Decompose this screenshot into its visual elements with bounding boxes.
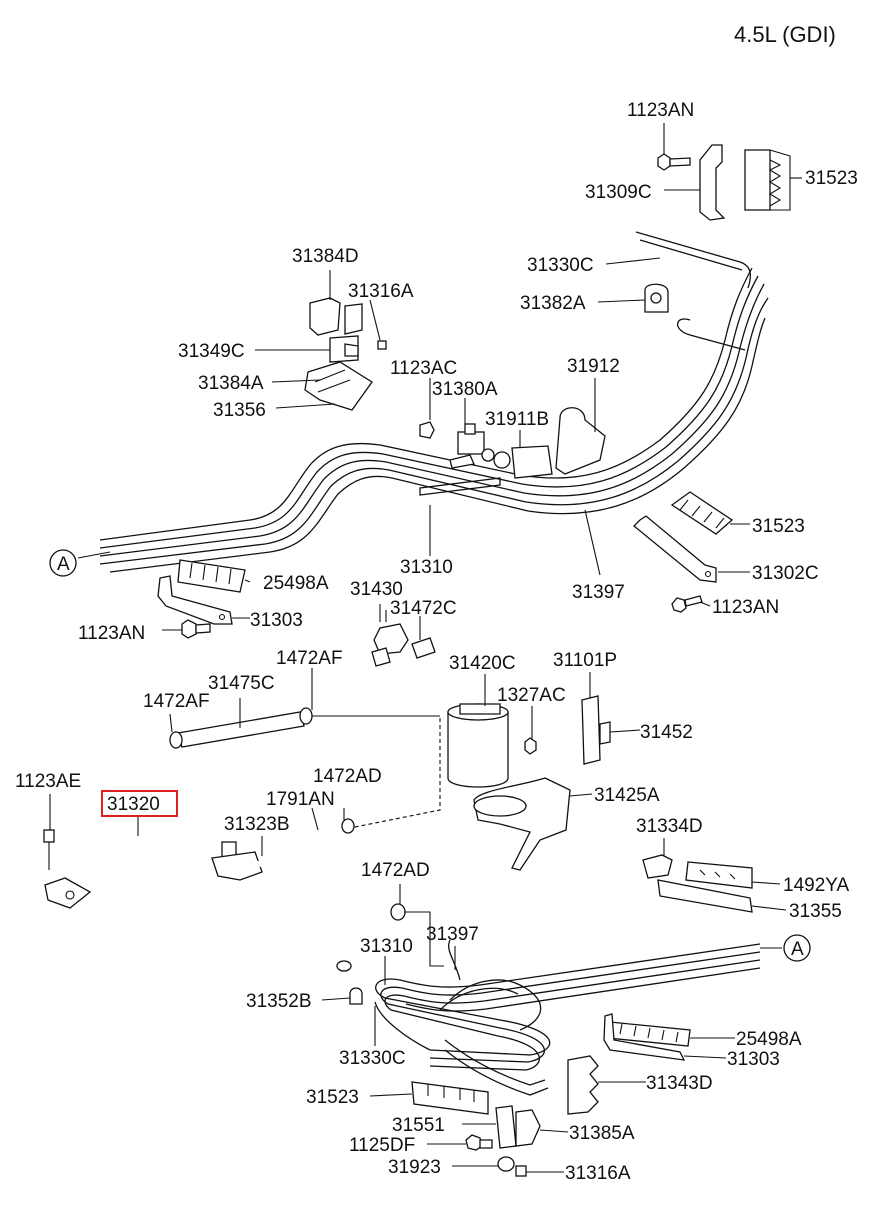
label-31320[interactable]: 31320 (107, 794, 160, 815)
label-31475c[interactable]: 31475C (208, 673, 275, 694)
highlight-box (101, 790, 178, 817)
label-31101p[interactable]: 31101P (553, 650, 617, 671)
label-31397-bottom[interactable]: 31397 (426, 924, 479, 945)
ref-marker-a-left: A (49, 549, 77, 577)
label-31523-bottom[interactable]: 31523 (306, 1087, 359, 1108)
leader-lines (49, 123, 802, 1173)
label-31330c-top[interactable]: 31330C (527, 255, 594, 276)
hose-31475c (169, 707, 441, 829)
bolt-1123an-mid (671, 595, 703, 613)
bracket-31303-top (157, 575, 233, 625)
label-31352b[interactable]: 31352B (246, 991, 312, 1012)
pipe-31323b (211, 851, 352, 972)
label-31302c[interactable]: 31302C (752, 563, 819, 584)
label-31380a[interactable]: 31380A (432, 379, 498, 400)
canister-31420c (447, 703, 509, 788)
label-31343d[interactable]: 31343D (646, 1073, 713, 1094)
part-labels: 1123AN 31309C 31523 31330C 31382A 31384D… (15, 100, 858, 1184)
label-31551[interactable]: 31551 (392, 1115, 445, 1136)
label-1123an-left[interactable]: 1123AN (78, 623, 145, 644)
label-1492ya[interactable]: 1492YA (783, 875, 850, 896)
label-31425a[interactable]: 31425A (594, 785, 660, 806)
sensor-bracket-31912 (481, 407, 606, 479)
label-31382a[interactable]: 31382A (520, 293, 586, 314)
label-31912[interactable]: 31912 (567, 356, 620, 377)
clamp-31352b (349, 987, 363, 1005)
grommet-31923 (497, 1156, 527, 1177)
label-31310-top[interactable]: 31310 (400, 557, 453, 578)
label-1123ae[interactable]: 1123AE (15, 771, 81, 792)
svg-text:A: A (791, 939, 804, 960)
label-31923[interactable]: 31923 (388, 1157, 441, 1178)
label-31309c[interactable]: 31309C (585, 182, 652, 203)
bolt-1123ae (43, 829, 55, 870)
label-31310-bottom[interactable]: 31310 (360, 936, 413, 957)
clip-31343d (567, 1055, 599, 1115)
hose-31472c (411, 637, 436, 659)
label-31385a[interactable]: 31385A (569, 1123, 635, 1144)
clip-31382a (644, 283, 669, 313)
clip-25498a-top (177, 559, 246, 593)
label-31303-top[interactable]: 31303 (250, 610, 303, 631)
label-31356[interactable]: 31356 (213, 400, 266, 421)
label-1123ac[interactable]: 1123AC (390, 358, 457, 379)
label-31430[interactable]: 31430 (350, 579, 403, 600)
filter-31101p (581, 695, 611, 765)
bracket-assembly-31356 (304, 297, 387, 411)
label-31384a[interactable]: 31384A (198, 373, 264, 394)
ref-marker-a-right: A (783, 934, 811, 962)
label-31523-top[interactable]: 31523 (805, 168, 858, 189)
valve-31430 (371, 610, 409, 667)
label-31420c[interactable]: 31420C (449, 653, 516, 674)
label-31303-bottom[interactable]: 31303 (727, 1049, 780, 1070)
bolt-1123an-top (657, 153, 691, 171)
label-31452[interactable]: 31452 (640, 722, 693, 743)
label-1123an-top[interactable]: 1123AN (627, 100, 694, 121)
label-31334d[interactable]: 31334D (636, 816, 703, 837)
clip-31551 (495, 1105, 541, 1149)
label-1472ad-mid[interactable]: 1472AD (361, 860, 430, 881)
label-25498a-top[interactable]: 25498A (263, 573, 329, 594)
label-1472ad-top[interactable]: 1472AD (313, 766, 382, 787)
label-1472af-a[interactable]: 1472AF (276, 648, 343, 669)
bracket-31309c (699, 144, 726, 221)
bolt-1125df (465, 1134, 493, 1151)
fuel-line-bundle-lower (374, 939, 761, 1096)
svg-text:A: A (57, 554, 70, 575)
label-31316a-bottom[interactable]: 31316A (565, 1163, 631, 1184)
label-31911b[interactable]: 31911B (485, 409, 549, 430)
label-1123an-mid[interactable]: 1123AN (712, 597, 779, 618)
bracket-31302c (633, 515, 717, 583)
label-31355[interactable]: 31355 (789, 901, 842, 922)
label-1791an[interactable]: 1791AN (266, 789, 335, 810)
label-31316a-top[interactable]: 31316A (348, 281, 414, 302)
clip-31523-mid (670, 491, 734, 535)
clip-25498a-bottom (603, 1013, 691, 1061)
label-31472c[interactable]: 31472C (390, 598, 457, 619)
fuel-pressure-unit-31380a (419, 421, 485, 469)
label-31323b[interactable]: 31323B (224, 814, 290, 835)
label-31384d[interactable]: 31384D (292, 246, 359, 267)
label-1327ac[interactable]: 1327AC (497, 685, 566, 706)
clip-31523-top (744, 149, 791, 211)
label-31330c-bottom[interactable]: 31330C (339, 1048, 406, 1069)
clamp-1472ad-mid (390, 903, 444, 967)
bolt-1123an-left (181, 619, 211, 639)
pipe-31320 (44, 833, 237, 909)
engine-label: 4.5L (GDI) (734, 22, 836, 47)
label-31523-mid[interactable]: 31523 (752, 516, 805, 537)
label-1125df[interactable]: 1125DF (349, 1135, 415, 1156)
hose-1791an (303, 818, 382, 918)
bracket-31425a (473, 777, 571, 871)
fuel-line-bundle-upper (99, 231, 769, 573)
label-31397-top[interactable]: 31397 (572, 582, 625, 603)
label-31349c[interactable]: 31349C (178, 341, 245, 362)
clip-group-31355 (642, 854, 753, 913)
label-25498a-bottom[interactable]: 25498A (736, 1029, 802, 1050)
clip-31523-bottom (411, 1081, 489, 1115)
label-1472af-b[interactable]: 1472AF (143, 691, 210, 712)
bolt-1327ac (524, 737, 537, 755)
